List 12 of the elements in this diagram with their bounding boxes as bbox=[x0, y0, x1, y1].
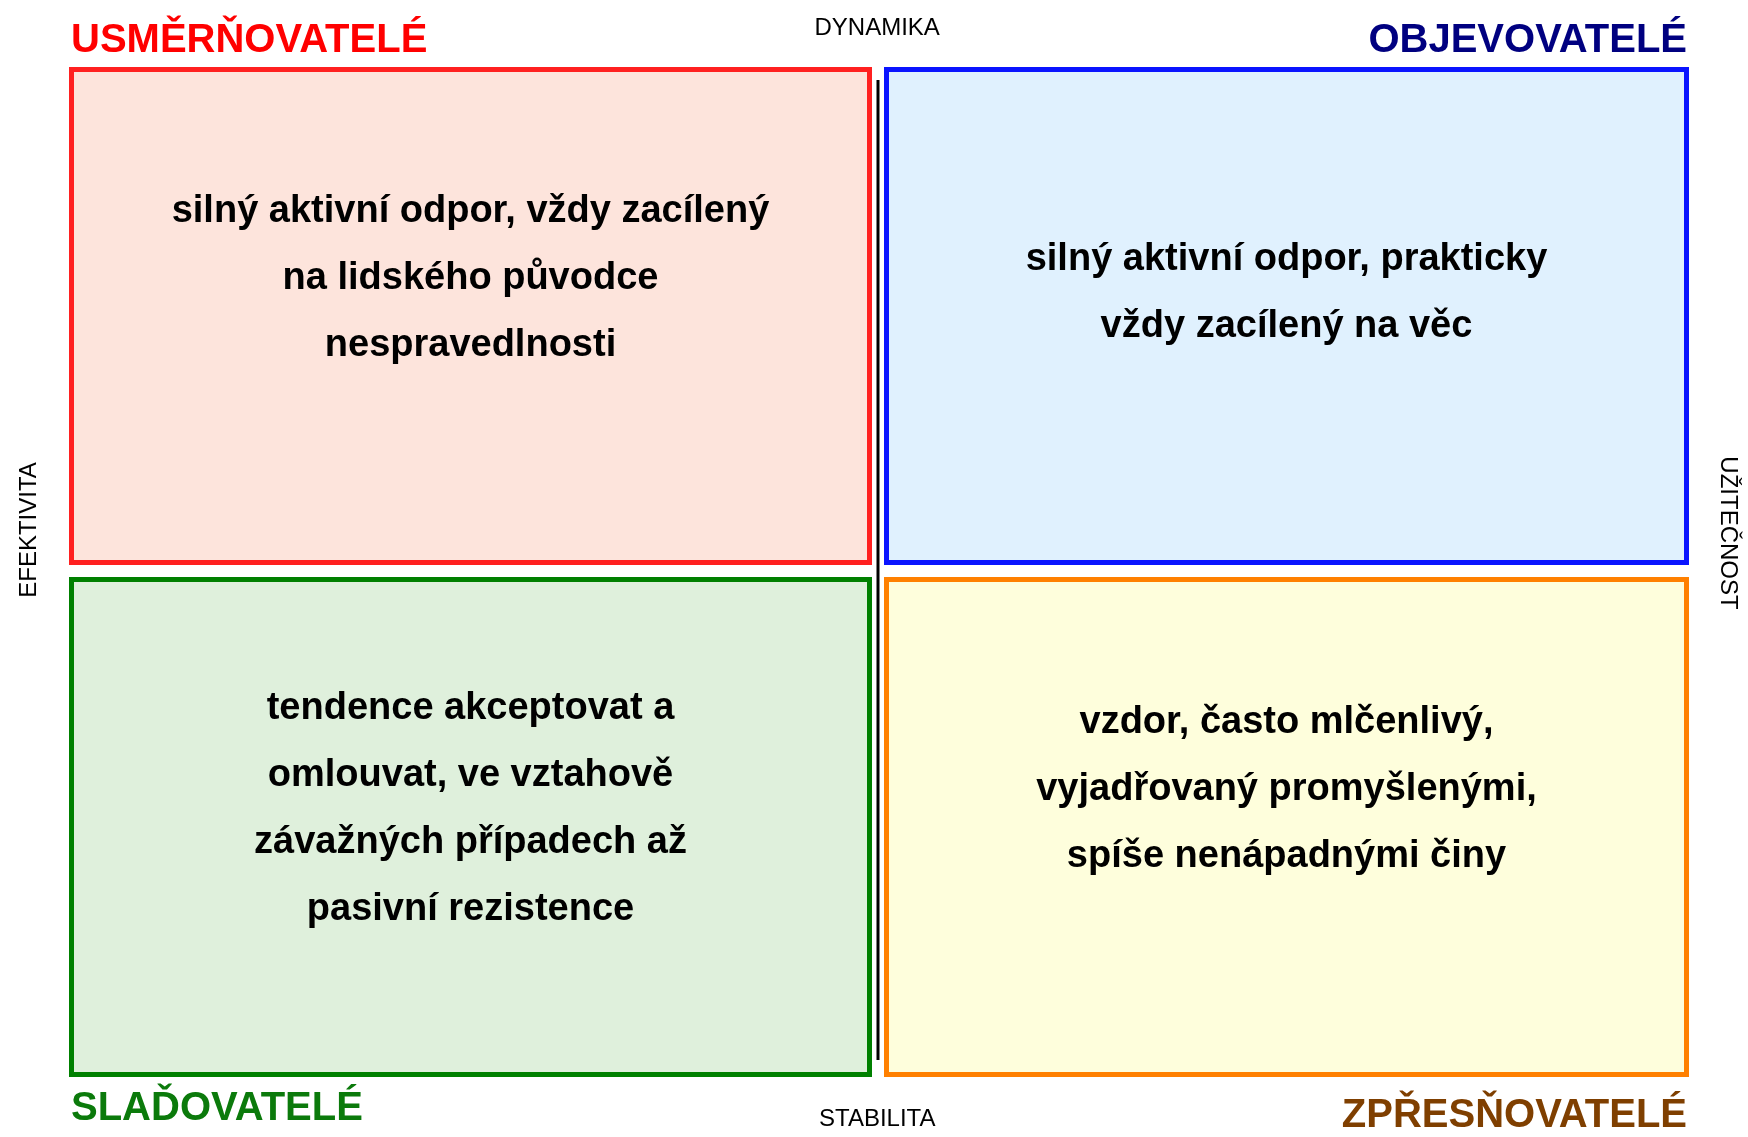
axis-label: DYNAMIKA bbox=[814, 13, 940, 41]
quadrant-heading: ZPŘESŇOVATELÉ bbox=[1341, 1090, 1687, 1136]
axis-label: EFEKTIVITA bbox=[13, 462, 42, 598]
quadrant-heading: SLAĎOVATELÉ bbox=[71, 1083, 363, 1129]
quadrant-text: vzdor, často mlčenlivý, vyjadřovaný promyšlenými, spíše nenápadnými činy bbox=[1035, 697, 1538, 877]
quadrant-text: silný aktivní odpor, vždy zacílený na lidského původce nespravedlnosti bbox=[170, 186, 771, 366]
quadrant-text: silný aktivní odpor, prakticky vždy zacílený na věc bbox=[1024, 235, 1549, 347]
axis-label: UŽITEČNOST bbox=[1714, 456, 1743, 610]
axis-label: STABILITA bbox=[819, 1104, 936, 1132]
quadrant-heading: OBJEVOVATELÉ bbox=[1368, 15, 1687, 61]
quadrant-heading: USMĚRŇOVATELÉ bbox=[71, 15, 428, 61]
quadrant-text: tendence akceptovat a omlouvat, ve vztahově závažných případech až pasivní rezistence bbox=[253, 684, 688, 930]
